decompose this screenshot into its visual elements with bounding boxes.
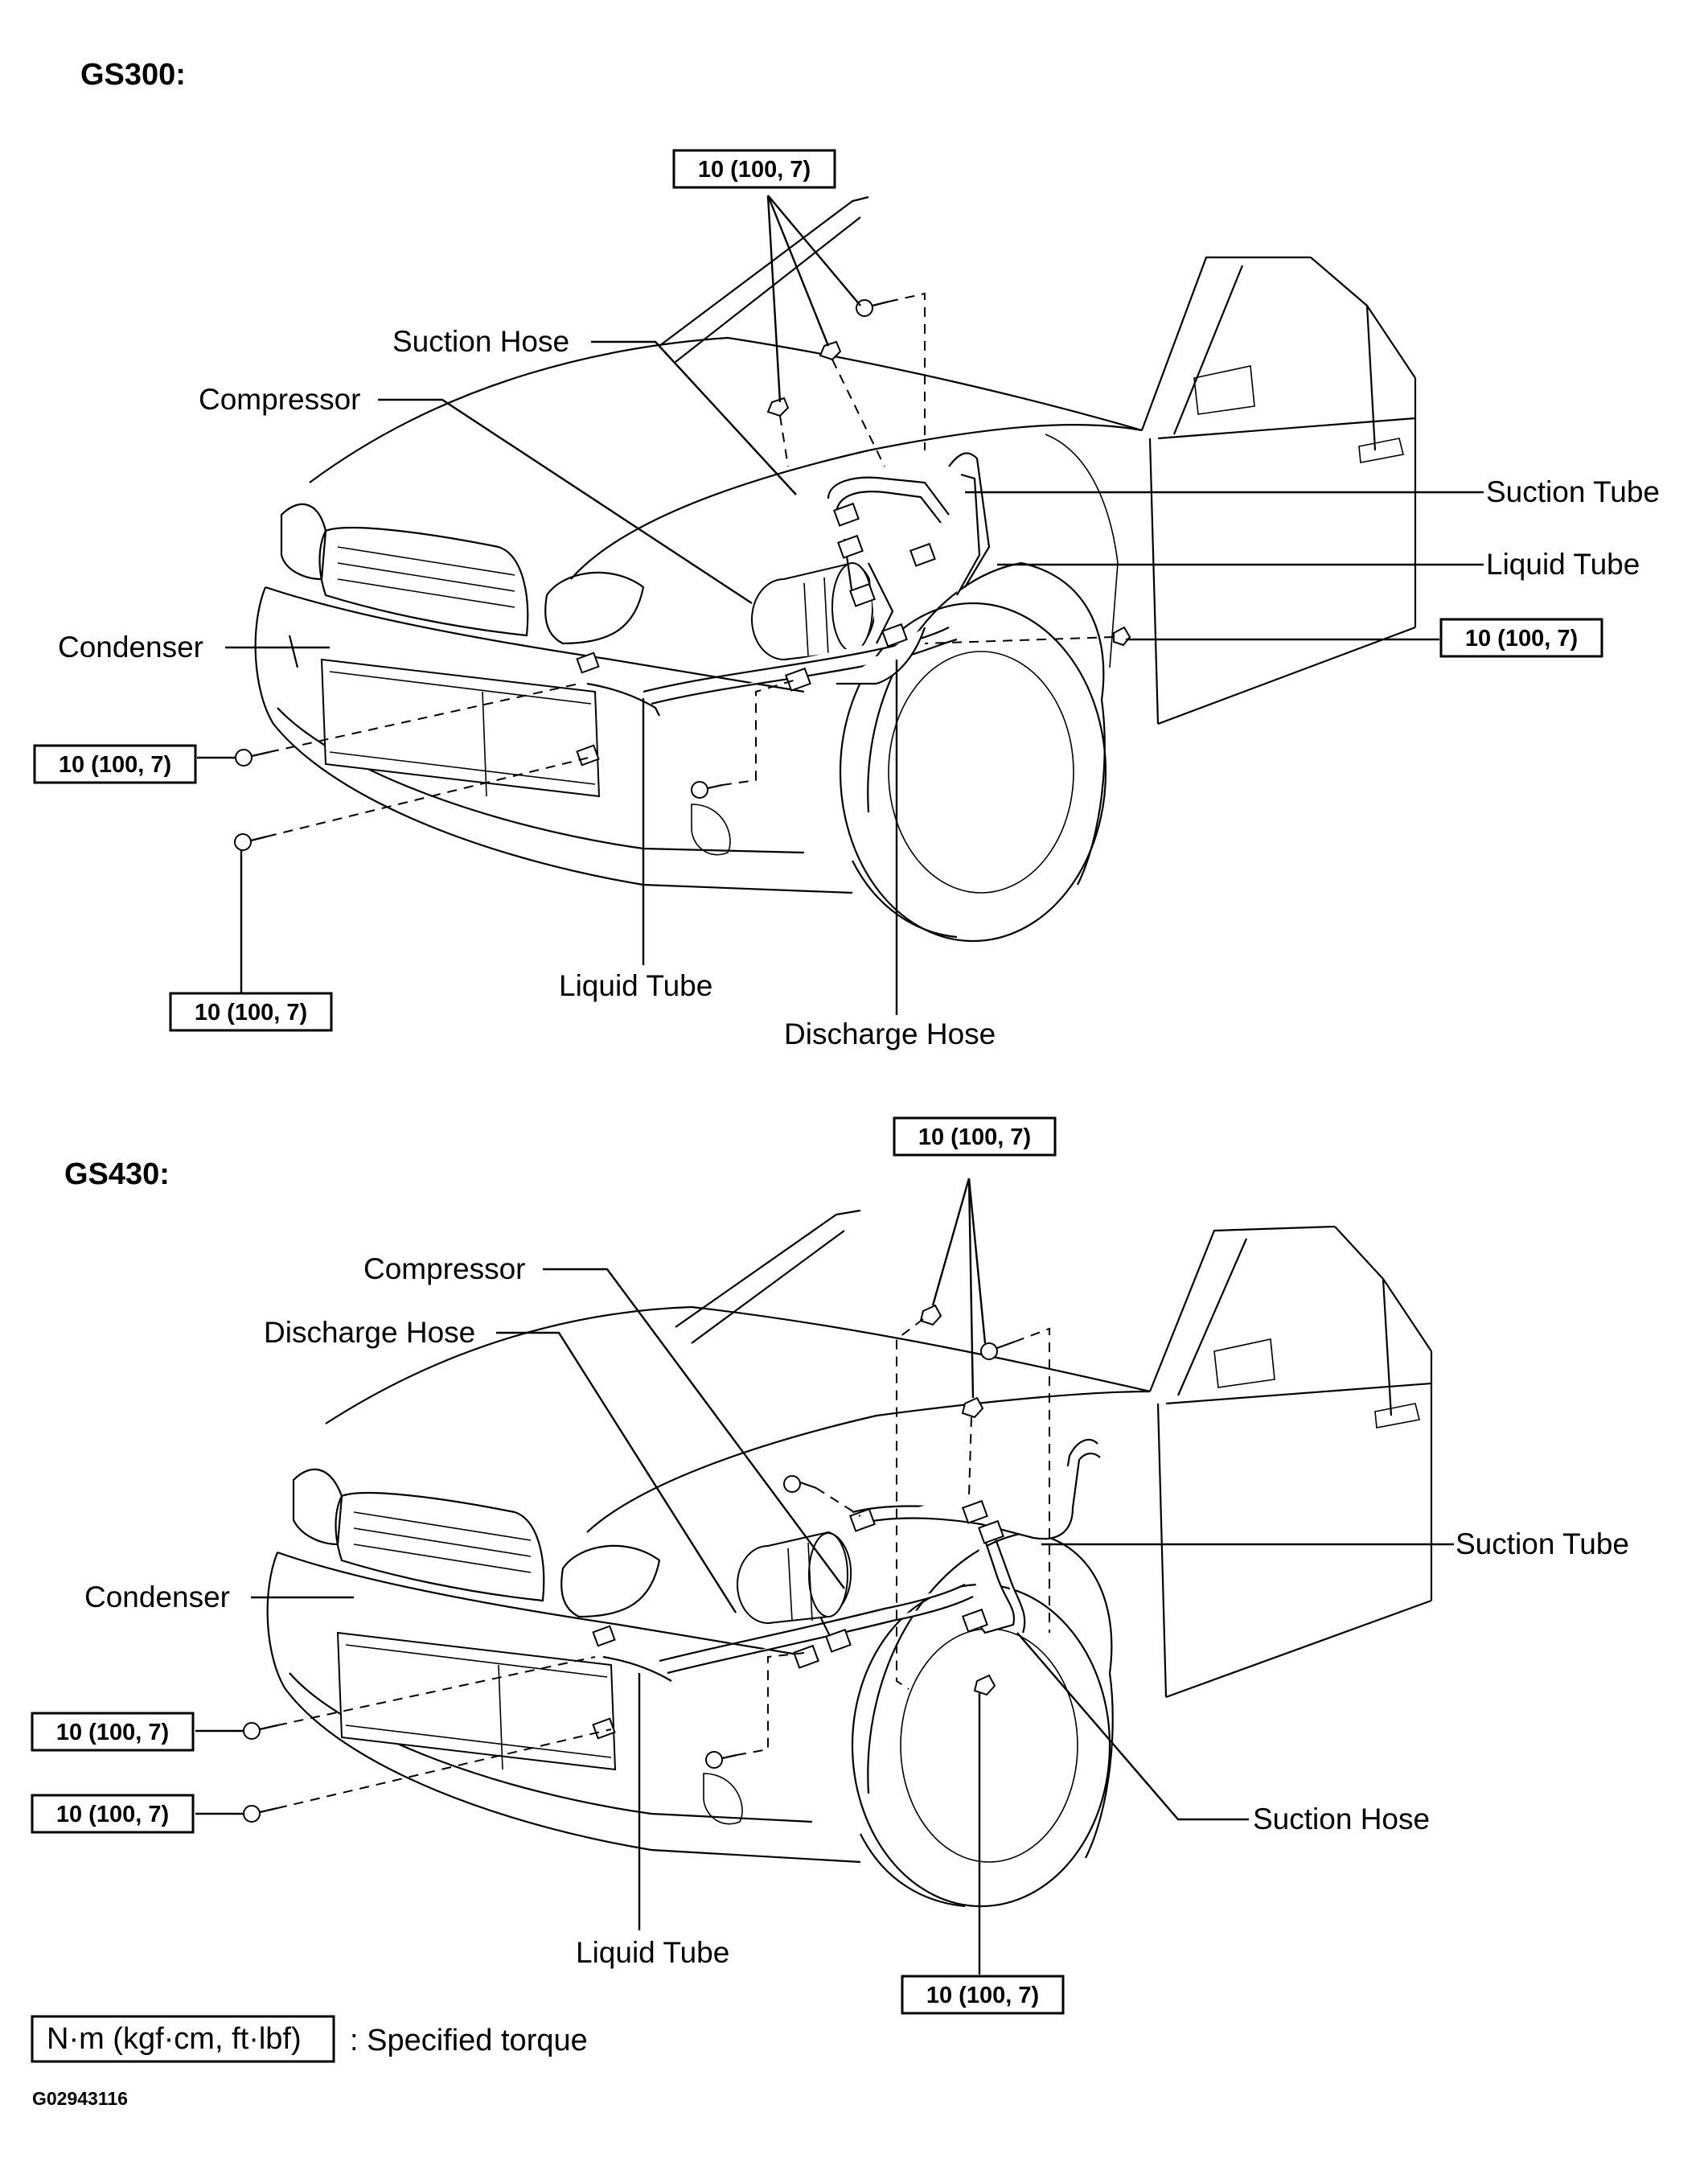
gs430-torque-bottom: 10 (100, 7) <box>901 1975 1065 2015</box>
gs430-vehicle-illustration <box>266 1209 1433 1908</box>
gs430-label-liquid-tube: Liquid Tube <box>576 1936 729 1969</box>
gs430-bolt-bumper <box>705 1751 737 1769</box>
gs300-torque-top: 10 (100, 7) <box>672 149 836 189</box>
gs300-dashed-guides <box>266 292 1115 837</box>
gs300-label-compressor: Compressor <box>199 383 361 416</box>
svg-text:10 (100, 7): 10 (100, 7) <box>926 1983 1039 2008</box>
gs300-bolts <box>234 299 1131 851</box>
gs430-nut-top-3 <box>961 1396 984 1419</box>
gs430-heading: GS430: <box>64 1157 170 1191</box>
gs300-nut-top-3 <box>766 397 790 417</box>
legend-description: : Specified torque <box>350 2024 588 2057</box>
gs430-label-condenser: Condenser <box>84 1580 230 1613</box>
gs300-label-liquid-tube-bottom: Liquid Tube <box>559 969 712 1002</box>
gs300-label-suction-hose: Suction Hose <box>392 325 569 358</box>
gs300-labels: Suction Hose Compressor Condenser Suctio… <box>58 325 1660 1050</box>
gs300-label-discharge-hose: Discharge Hose <box>784 1017 996 1050</box>
legend-unit: N·m (kgf·cm, ft·lbf) <box>47 2022 302 2056</box>
svg-text:10 (100, 7): 10 (100, 7) <box>56 1802 169 1827</box>
legend: N·m (kgf·cm, ft·lbf) : Specified torque <box>31 2015 588 2063</box>
gs430-label-compressor: Compressor <box>363 1252 526 1285</box>
gs430-torque-left-upper: 10 (100, 7) <box>31 1712 195 1752</box>
gs300-heading: GS300: <box>80 58 186 92</box>
gs300-vehicle-illustration <box>254 195 1417 943</box>
gs430-bolts <box>243 1304 1016 1823</box>
gs430-bolt-left-lower <box>243 1805 278 1823</box>
gs300-torque-right: 10 (100, 7) <box>1439 618 1603 658</box>
gs300-torque-bottom: 10 (100, 7) <box>169 992 333 1032</box>
gs300-bolt-top-1 <box>856 299 889 317</box>
gs300-label-suction-tube: Suction Tube <box>1486 475 1660 508</box>
gs430-nut-wheel <box>973 1674 996 1696</box>
figure-code: G02943116 <box>32 2088 128 2109</box>
gs430-leader-lines <box>195 1178 1454 1975</box>
gs430-torque-left-lower: 10 (100, 7) <box>31 1794 195 1834</box>
gs300-bolt-left <box>235 749 270 767</box>
gs430-dashed-guides <box>277 1318 1050 1809</box>
svg-text:10 (100, 7): 10 (100, 7) <box>698 157 811 183</box>
gs300-bolt-bumper <box>691 781 723 799</box>
gs430-bolt-left-cowl <box>783 1475 817 1493</box>
gs300-torque-left: 10 (100, 7) <box>33 744 197 784</box>
svg-text:10 (100, 7): 10 (100, 7) <box>918 1124 1031 1150</box>
gs300-bolt-bottom <box>234 833 268 851</box>
svg-text:10 (100, 7): 10 (100, 7) <box>195 1000 307 1026</box>
gs430-torque-top: 10 (100, 7) <box>893 1116 1057 1157</box>
gs430-bolt-left-upper <box>243 1722 278 1740</box>
gs430-bolt-top-2 <box>980 1340 1016 1360</box>
gs430-nut-top-1 <box>919 1304 942 1326</box>
gs300-label-liquid-tube-right: Liquid Tube <box>1486 548 1640 581</box>
svg-text:10 (100, 7): 10 (100, 7) <box>1465 626 1578 652</box>
svg-text:10 (100, 7): 10 (100, 7) <box>59 752 171 778</box>
gs430-label-suction-hose: Suction Hose <box>1253 1802 1430 1835</box>
gs300-leader-lines <box>197 195 1484 1015</box>
gs300-label-condenser: Condenser <box>58 631 203 664</box>
gs430-label-suction-tube: Suction Tube <box>1455 1527 1629 1560</box>
gs430-label-discharge-hose: Discharge Hose <box>264 1316 475 1349</box>
gs300-nut-top-2 <box>819 340 842 361</box>
gs430-labels: Compressor Discharge Hose Condenser Suct… <box>84 1252 1629 1969</box>
svg-text:10 (100, 7): 10 (100, 7) <box>56 1720 169 1745</box>
gs300-nut-right <box>1113 626 1131 647</box>
